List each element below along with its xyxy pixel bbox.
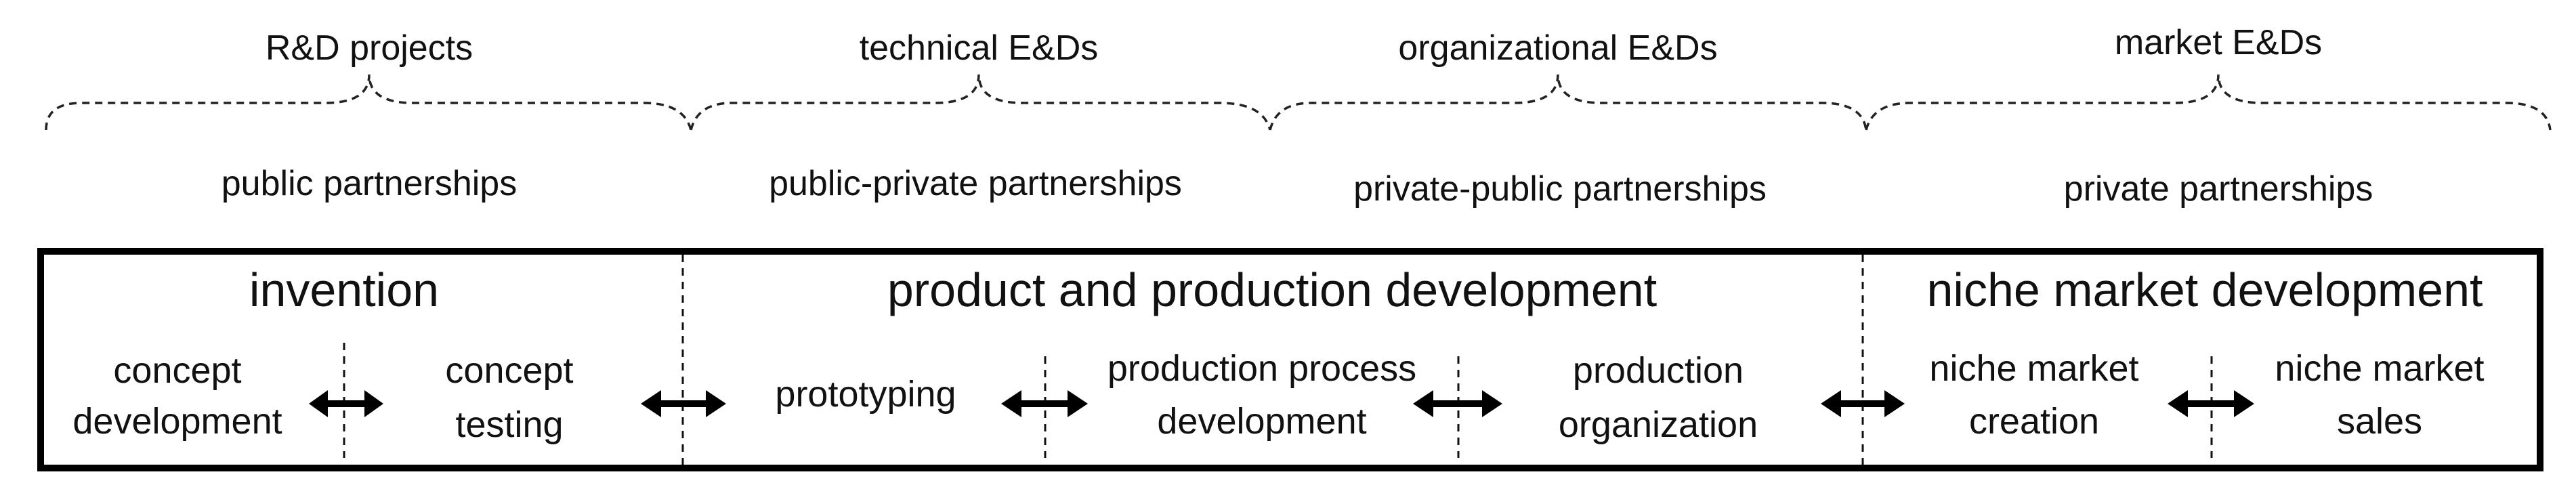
double-arrow-icon xyxy=(641,390,726,417)
partnership-private-public: private-public partnerships xyxy=(1353,169,1767,209)
step-concept-development-line2: development xyxy=(72,401,282,442)
step-concept-testing-line1: concept xyxy=(445,350,573,391)
partnership-public: public partnerships xyxy=(221,164,517,203)
step-niche-market-sales-line2: sales xyxy=(2337,401,2422,442)
step-niche-market-sales-line1: niche market xyxy=(2275,348,2484,389)
brace-market-eds xyxy=(1865,74,2552,131)
group-label-rd-projects: R&D projects xyxy=(266,28,473,68)
process-frame xyxy=(37,248,2543,471)
phase-title-niche-market-development: niche market development xyxy=(1927,263,2483,316)
step-niche-market-creation-line2: creation xyxy=(1969,401,2099,442)
brace-technical-eds xyxy=(690,74,1271,131)
step-production-organization-line1: production xyxy=(1573,350,1744,391)
step-concept-development-line1: concept xyxy=(113,350,241,391)
group-label-technical-eds: technical E&Ds xyxy=(860,28,1099,68)
step-niche-market-creation-line1: niche market xyxy=(1929,348,2138,389)
double-arrow-icon xyxy=(1413,390,1502,417)
group-label-organizational-eds: organizational E&Ds xyxy=(1398,28,1717,68)
double-arrow-icon xyxy=(1821,390,1905,417)
step-concept-testing-line2: testing xyxy=(455,404,563,445)
brace-rd-projects xyxy=(45,74,692,131)
partnership-public-private: public-private partnerships xyxy=(769,164,1182,203)
double-arrow-icon xyxy=(309,390,383,417)
brace-organizational-eds xyxy=(1269,74,1867,131)
phase-title-product-production-development: product and production development xyxy=(887,263,1657,316)
group-label-market-eds: market E&Ds xyxy=(2115,23,2322,62)
double-arrow-icon xyxy=(2168,390,2254,417)
double-arrow-icon xyxy=(1001,390,1088,417)
phase-title-invention: invention xyxy=(249,263,439,316)
step-production-organization-line2: organization xyxy=(1559,404,1758,445)
step-prototyping: prototyping xyxy=(775,374,956,415)
step-production-process-development-line2: development xyxy=(1157,401,1366,442)
step-production-process-development-line1: production process xyxy=(1107,348,1416,389)
partnership-private: private partnerships xyxy=(2064,169,2373,209)
